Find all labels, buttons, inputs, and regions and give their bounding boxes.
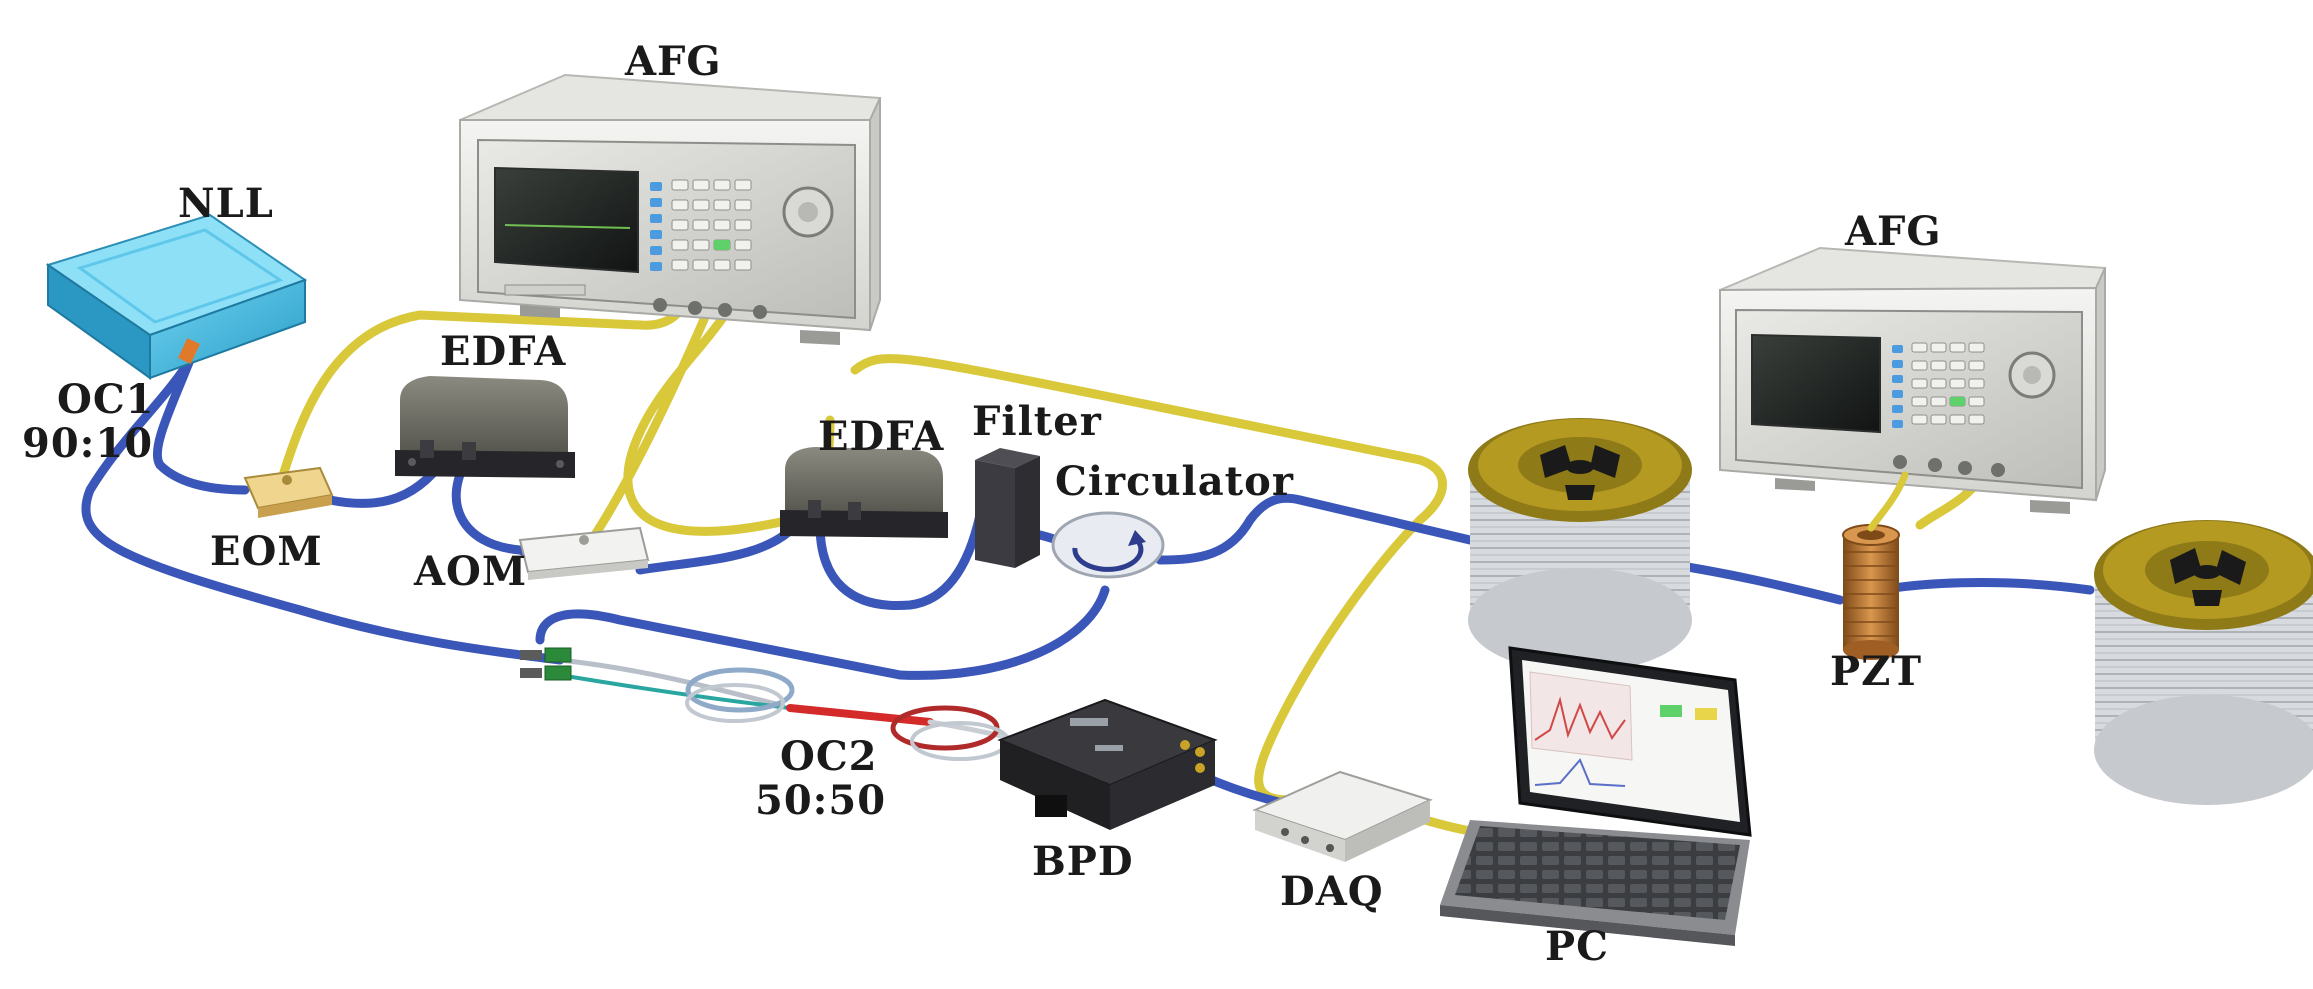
eom-modulator	[243, 466, 334, 518]
aom-modulator	[518, 526, 650, 580]
circulator-icon	[1051, 511, 1165, 579]
label-filter: Filter	[972, 398, 1102, 445]
fiber-spool-icon	[1468, 418, 1692, 672]
laptop-icon	[1440, 646, 1752, 946]
daq-box-icon	[1252, 770, 1433, 862]
label-edfa-2: EDFA	[818, 413, 945, 460]
label-pc: PC	[1545, 923, 1609, 970]
laser-box-icon	[45, 213, 308, 380]
filter-box-icon	[975, 448, 1040, 568]
photodetector-icon	[997, 698, 1218, 830]
amplifier-box-icon	[395, 376, 575, 478]
fiber-spool-icon	[2094, 520, 2313, 805]
label-eom: EOM	[210, 528, 323, 575]
function-generator-icon	[1719, 246, 2107, 514]
amplifier-box-icon	[780, 447, 948, 538]
fiber-connectors	[520, 647, 572, 681]
label-oc1: OC1 90:10	[22, 378, 155, 466]
function-generator-icon	[459, 73, 882, 345]
label-oc1-ratio: 90:10	[22, 420, 154, 467]
label-edfa-1: EDFA	[440, 328, 567, 375]
label-oc2: OC2 50:50	[755, 735, 886, 823]
label-circulator: Circulator	[1055, 458, 1294, 505]
label-daq: DAQ	[1280, 868, 1384, 915]
label-aom: AOM	[414, 548, 528, 595]
label-bpd: BPD	[1032, 838, 1134, 885]
label-pzt: PZT	[1830, 648, 1923, 695]
label-oc1-name: OC1	[57, 376, 155, 423]
piezo-coil-icon	[1842, 524, 1900, 660]
label-afg-left: AFG	[625, 38, 722, 85]
label-afg-right: AFG	[1845, 208, 1942, 255]
label-oc2-name: OC2	[780, 733, 878, 780]
label-nll: NLL	[178, 180, 274, 227]
pzt-drive-cable	[1867, 471, 1909, 532]
label-oc2-ratio: 50:50	[755, 777, 887, 824]
